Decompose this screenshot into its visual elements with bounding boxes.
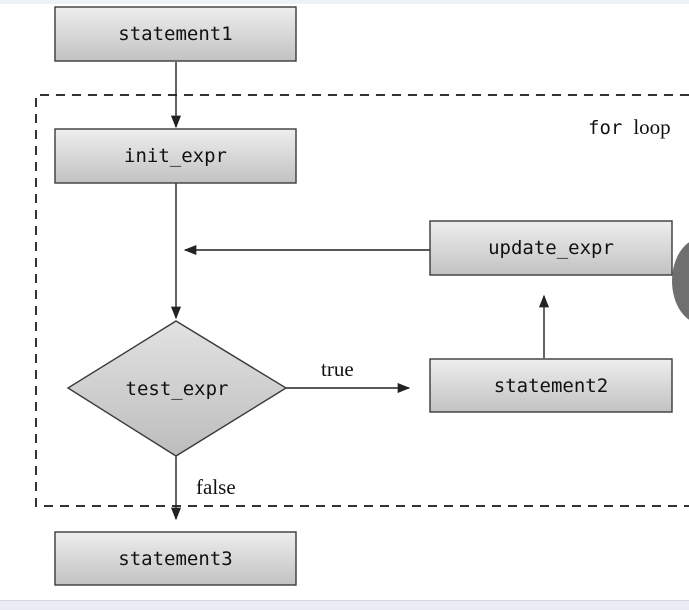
for-keyword: for (588, 117, 622, 139)
true-label: true (321, 357, 354, 381)
statement3-label: statement3 (118, 548, 232, 570)
for-loop-caption: for loop (588, 115, 671, 139)
test-expr-label: test_expr (126, 378, 229, 400)
update-expr-label: update_expr (488, 237, 614, 259)
init-expr-box: init_expr (54, 128, 297, 184)
statement1-label: statement1 (118, 23, 232, 45)
test-expr-decision: test_expr (66, 320, 288, 457)
init-expr-label: init_expr (124, 145, 227, 167)
for-loop-frame (35, 94, 689, 507)
statement2-box: statement2 (429, 358, 673, 413)
top-toolbar-edge (0, 0, 689, 4)
statement3-box: statement3 (54, 531, 297, 586)
update-expr-box: update_expr (429, 220, 673, 276)
statement2-label: statement2 (494, 375, 608, 397)
statement1-box: statement1 (54, 6, 297, 62)
false-label: false (196, 475, 236, 499)
loop-word: loop (633, 115, 670, 139)
bottom-window-edge (0, 600, 689, 610)
side-scroll-handle[interactable] (672, 238, 689, 324)
